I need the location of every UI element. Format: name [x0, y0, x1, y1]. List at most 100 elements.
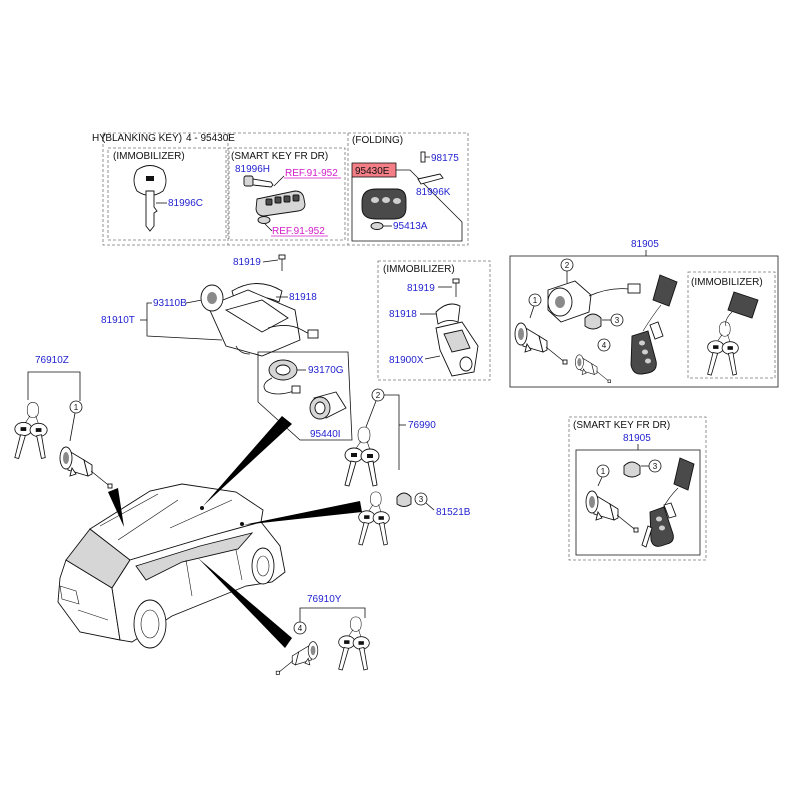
callout-3: 3	[610, 313, 624, 327]
fob-ref: REF.91-952	[285, 168, 338, 179]
key-pair-icon	[344, 426, 380, 487]
emergency-blade-icon	[243, 175, 274, 188]
part-76910Z: 76910Z	[35, 355, 69, 366]
part-81996K: 81996K	[416, 187, 451, 198]
right-lock-group: 76910Y 4	[275, 594, 370, 675]
left-lock-group: 76910Z 1	[14, 355, 113, 489]
callout-3: 3	[648, 459, 662, 473]
folding-frame	[351, 169, 463, 242]
smart-key-label: (SMART KEY FR DR)	[573, 420, 670, 431]
immobilizer-label: (IMMOBILIZER)	[113, 151, 185, 162]
part-81918: 81918	[389, 309, 417, 320]
header-overlay: (BLANKING KEY)	[102, 133, 182, 144]
folding-blade-icon	[417, 173, 444, 185]
leader-line	[597, 476, 603, 487]
leader-line	[264, 223, 273, 232]
immobilizer-assembly-icon	[435, 321, 479, 377]
vehicle-illustration	[57, 483, 286, 649]
leader-line	[273, 175, 285, 187]
callout-1: 1	[528, 293, 542, 307]
immobilizer-ignition-group: (IMMOBILIZER) 81919 81918 81900X	[377, 260, 491, 381]
part-95413A: 95413A	[393, 221, 428, 232]
header-suffix: 4 - 95430E	[186, 133, 235, 144]
immobilizer-label: (IMMOBILIZER)	[691, 277, 763, 288]
pointer-wedge	[243, 501, 362, 525]
pointer-wedge	[203, 416, 292, 506]
part-98175: 98175	[431, 153, 459, 164]
blank-key-section: (FOLDING) (IMMOBILIZER) 81996C (SMART KE…	[102, 132, 469, 246]
callout-number: 1	[533, 296, 538, 305]
part-95430E: 95430E	[355, 166, 390, 177]
smart-key-label: (SMART KEY FR DR)	[231, 151, 328, 162]
part-76910Y: 76910Y	[307, 594, 342, 605]
callout-number: 1	[601, 467, 606, 476]
pointer-wedge	[198, 558, 292, 648]
callout-3: 3	[414, 492, 428, 506]
pointer-wedge	[108, 488, 124, 527]
part-81521B: 81521B	[436, 507, 471, 518]
folding-label: (FOLDING)	[352, 135, 403, 146]
callout-number: 4	[298, 624, 303, 633]
part-81910T: 81910T	[101, 315, 135, 326]
callout-number: 4	[602, 341, 607, 350]
immobilizer-keys-with-tag-icon	[707, 291, 759, 376]
tailgate-key-group: 3 81521B	[358, 491, 471, 546]
bolt-icon	[452, 278, 460, 297]
smart-fob-with-tag-icon	[641, 457, 695, 548]
leader-line	[365, 400, 377, 428]
part-81996C: 81996C	[168, 198, 203, 209]
ignition-assembly-icon	[200, 284, 319, 357]
door-lock-cylinder-icon	[514, 322, 568, 365]
bracket-line	[299, 607, 366, 622]
key-pair-icon	[338, 616, 370, 671]
part-95440I: 95440I	[310, 429, 341, 440]
part-81919: 81919	[233, 257, 261, 268]
door-lock-cylinder-icon	[585, 490, 639, 533]
lock-set-frame	[509, 255, 779, 388]
key-pair-icon	[707, 321, 739, 376]
part-81900X: 81900X	[389, 355, 424, 366]
smart-fob-icon	[255, 190, 306, 217]
smart-lock-set-group: (SMART KEY FR DR) 81905 1 3	[568, 416, 707, 561]
callout-4: 4	[293, 621, 307, 635]
callout-number: 3	[419, 495, 424, 504]
battery-ref: REF.91-952	[272, 226, 325, 237]
part-81905: 81905	[623, 433, 651, 444]
door-lock-cylinder-icon	[275, 641, 319, 675]
immobilizer-coil-icon	[263, 359, 301, 395]
door-lock-cylinder-icon	[574, 354, 612, 384]
lock-set-group: 81905 (IMMOBILIZER) 2 1 3	[509, 239, 779, 388]
smart-lock-set-frame	[575, 449, 701, 556]
coin-battery-icon	[370, 222, 384, 230]
leader-line	[69, 412, 76, 442]
callout-2: 2	[560, 258, 574, 272]
immobilizer-sub-box	[687, 271, 776, 379]
leader-line	[425, 502, 435, 511]
part-81996H: 81996H	[235, 164, 270, 175]
bracket-line	[27, 371, 81, 401]
key-pair-icon	[14, 401, 48, 459]
antenna-ring-icon	[309, 391, 347, 420]
part-81918: 81918	[289, 292, 317, 303]
callout-number: 2	[565, 261, 570, 270]
lock-cap-icon	[396, 492, 412, 507]
blank-key-icon	[133, 165, 167, 232]
coil-group: 93170G 95440I	[257, 351, 353, 441]
bracket-line	[146, 302, 223, 341]
pin-icon	[420, 151, 426, 163]
part-93110B: 93110B	[153, 298, 187, 309]
immobilizer-ignition-box	[377, 260, 491, 381]
leader-line	[185, 299, 203, 304]
door-lock-cylinder-icon	[59, 446, 113, 489]
callout-number: 2	[376, 391, 381, 400]
header-prefix: HY	[92, 133, 106, 144]
leader-line	[529, 305, 535, 319]
callout-number: 3	[653, 462, 658, 471]
callout-1: 1	[69, 400, 83, 414]
lock-cap-icon	[584, 313, 602, 330]
callout-number: 3	[615, 316, 620, 325]
part-81919: 81919	[407, 283, 435, 294]
key-pair-icon	[358, 491, 390, 546]
callout-1: 1	[596, 464, 610, 478]
